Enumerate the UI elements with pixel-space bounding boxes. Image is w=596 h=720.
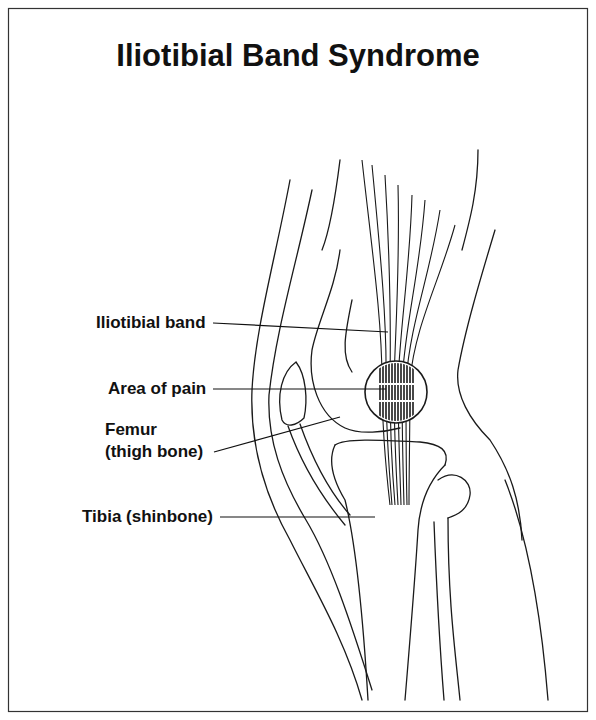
- patella: [280, 362, 306, 425]
- fibula: [438, 475, 470, 518]
- femur: [311, 250, 400, 432]
- leg-outline: [252, 150, 548, 700]
- part-label: Tibia (shinbone): [82, 506, 213, 528]
- leader-line: [213, 388, 386, 389]
- part-label: Iliotibial band: [96, 312, 206, 334]
- frame: [9, 9, 588, 712]
- pain-area: [365, 360, 427, 425]
- leader-line: [213, 323, 388, 332]
- leader-line: [220, 516, 375, 517]
- part-label: Femur (thigh bone): [105, 419, 207, 463]
- tibia: [335, 440, 446, 465]
- title: Iliotibial Band Syndrome: [0, 38, 596, 74]
- leader-line: [214, 417, 340, 452]
- iliotibial-band: [362, 160, 455, 505]
- part-label: Area of pain: [108, 378, 206, 400]
- leader-lines: [213, 323, 388, 517]
